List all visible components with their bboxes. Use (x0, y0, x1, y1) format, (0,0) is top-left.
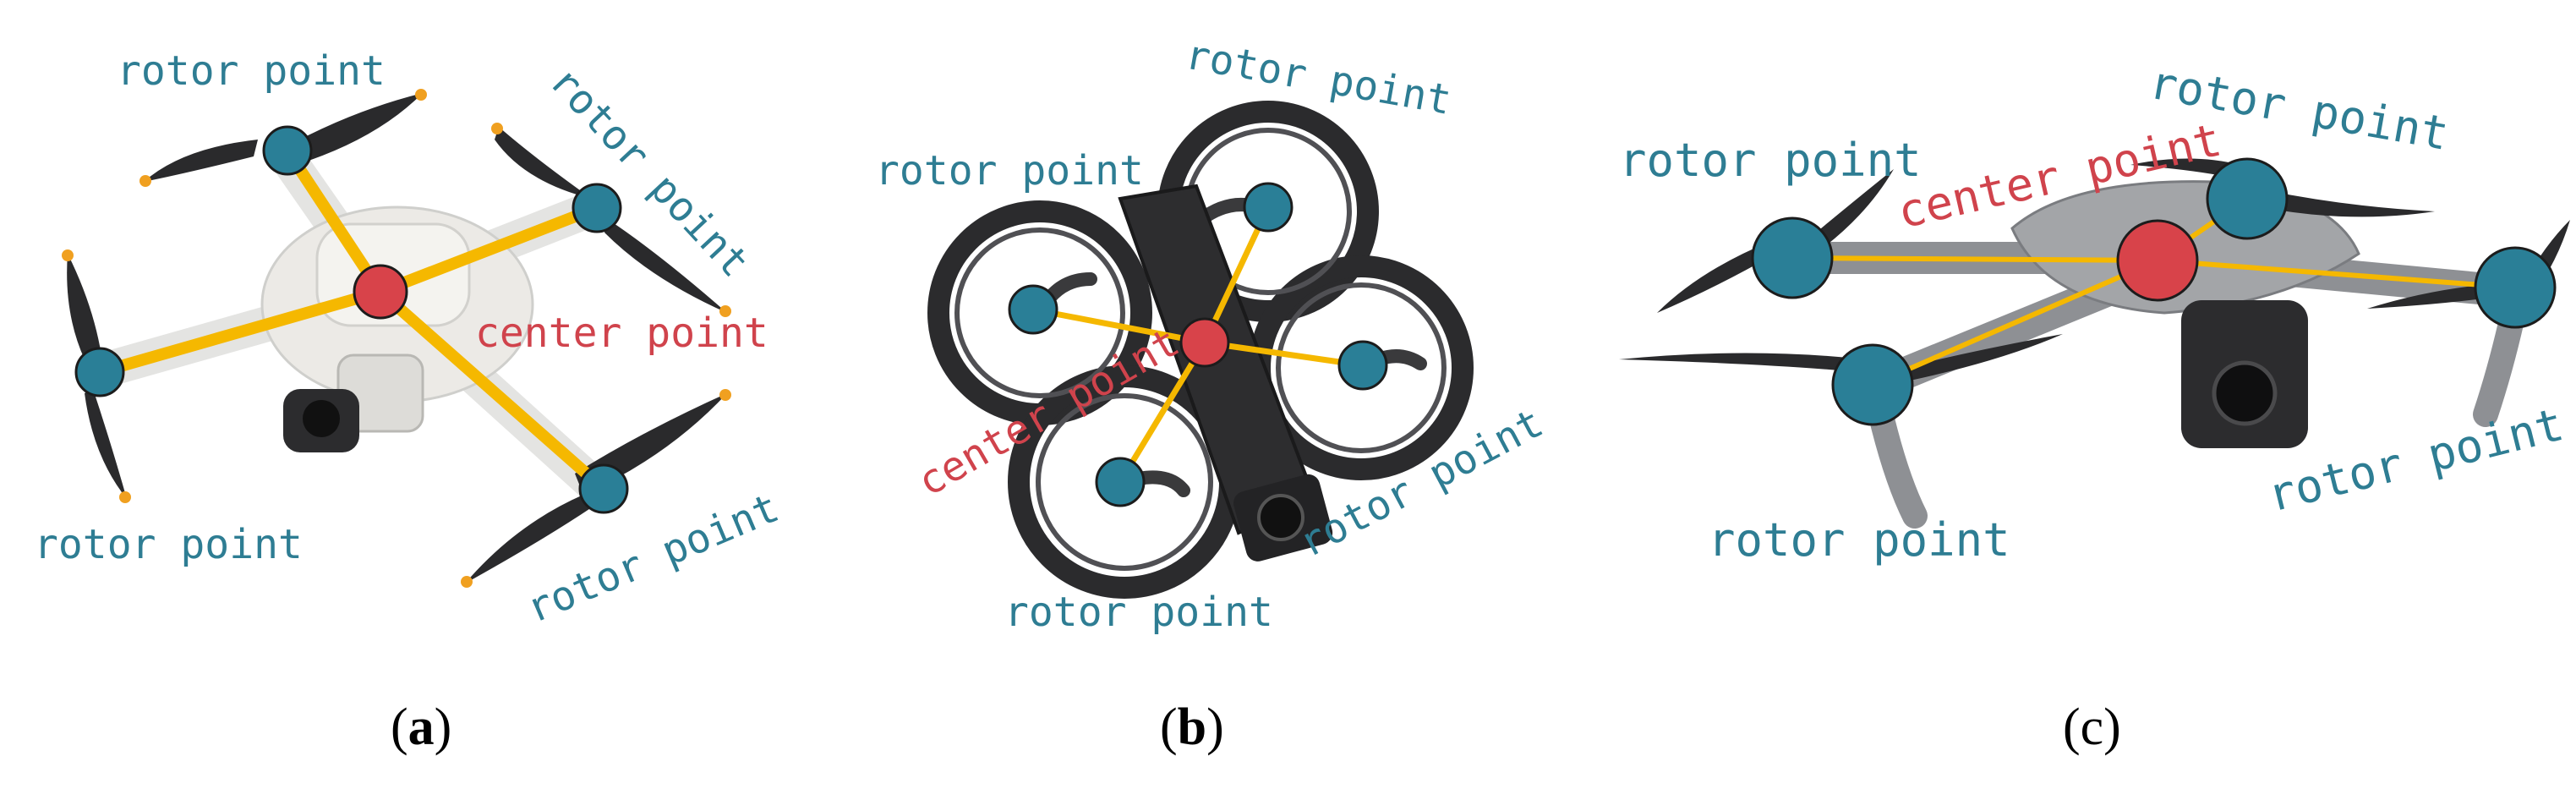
keypoints-b (1008, 182, 1388, 507)
caption-c: (c) (2063, 699, 2121, 756)
rotor-point-marker (572, 183, 622, 233)
caption-a: (a) (391, 699, 451, 756)
keypoints-a (74, 125, 629, 514)
link-line (282, 145, 386, 298)
rotor-point-marker (1243, 182, 1293, 233)
center-point-label: center point (475, 310, 768, 357)
rotor-point-marker (1008, 284, 1058, 335)
rotor-point-label: rotor point (1182, 31, 1455, 124)
keypoint-links-a (94, 145, 610, 495)
rotor-point-marker (262, 125, 313, 176)
link-line (1790, 255, 2160, 263)
panel-b: rotor point rotor point rotor point roto… (875, 31, 1551, 636)
rotor-point-marker (2206, 157, 2289, 240)
rotor-point-marker (1095, 457, 1146, 507)
caption-b-text: (b) (1160, 699, 1224, 756)
link-line (2155, 258, 2518, 290)
rotor-point-label: rotor point (875, 147, 1144, 195)
rotor-point-marker (1831, 343, 1914, 426)
link-line (1117, 339, 1208, 485)
rotor-point-marker (578, 463, 629, 514)
link-line (1201, 339, 1366, 369)
rotor-point-marker (1751, 216, 1834, 299)
rotor-point-marker (2474, 246, 2557, 329)
rotor-point-label: rotor point (34, 521, 303, 568)
link-line (1030, 306, 1208, 346)
link-line (375, 202, 603, 298)
center-point-marker (1179, 317, 1230, 368)
rotor-point-label: rotor point (1619, 134, 1922, 187)
panel-a: rotor point rotor point rotor point roto… (34, 47, 785, 633)
rotor-point-marker (74, 347, 125, 397)
keypoints-c (1751, 157, 2557, 426)
link-line (375, 286, 610, 495)
rotor-point-label: rotor point (2262, 397, 2568, 523)
caption-c-text: (c) (2063, 699, 2121, 756)
caption-a-text: (a) (391, 699, 451, 756)
rotor-point-label: rotor point (1708, 513, 2010, 567)
rotor-point-label: rotor point (1004, 589, 1273, 636)
center-point-marker (353, 264, 408, 320)
rotor-point-marker (1337, 340, 1388, 391)
rotor-point-label: rotor point (520, 484, 786, 633)
rotor-point-label: rotor point (117, 47, 386, 95)
caption-b: (b) (1160, 699, 1224, 756)
link-line (94, 286, 386, 378)
center-point-marker (2116, 219, 2199, 302)
link-line (1870, 258, 2160, 387)
panel-c: rotor point rotor point rotor point roto… (1619, 56, 2570, 567)
